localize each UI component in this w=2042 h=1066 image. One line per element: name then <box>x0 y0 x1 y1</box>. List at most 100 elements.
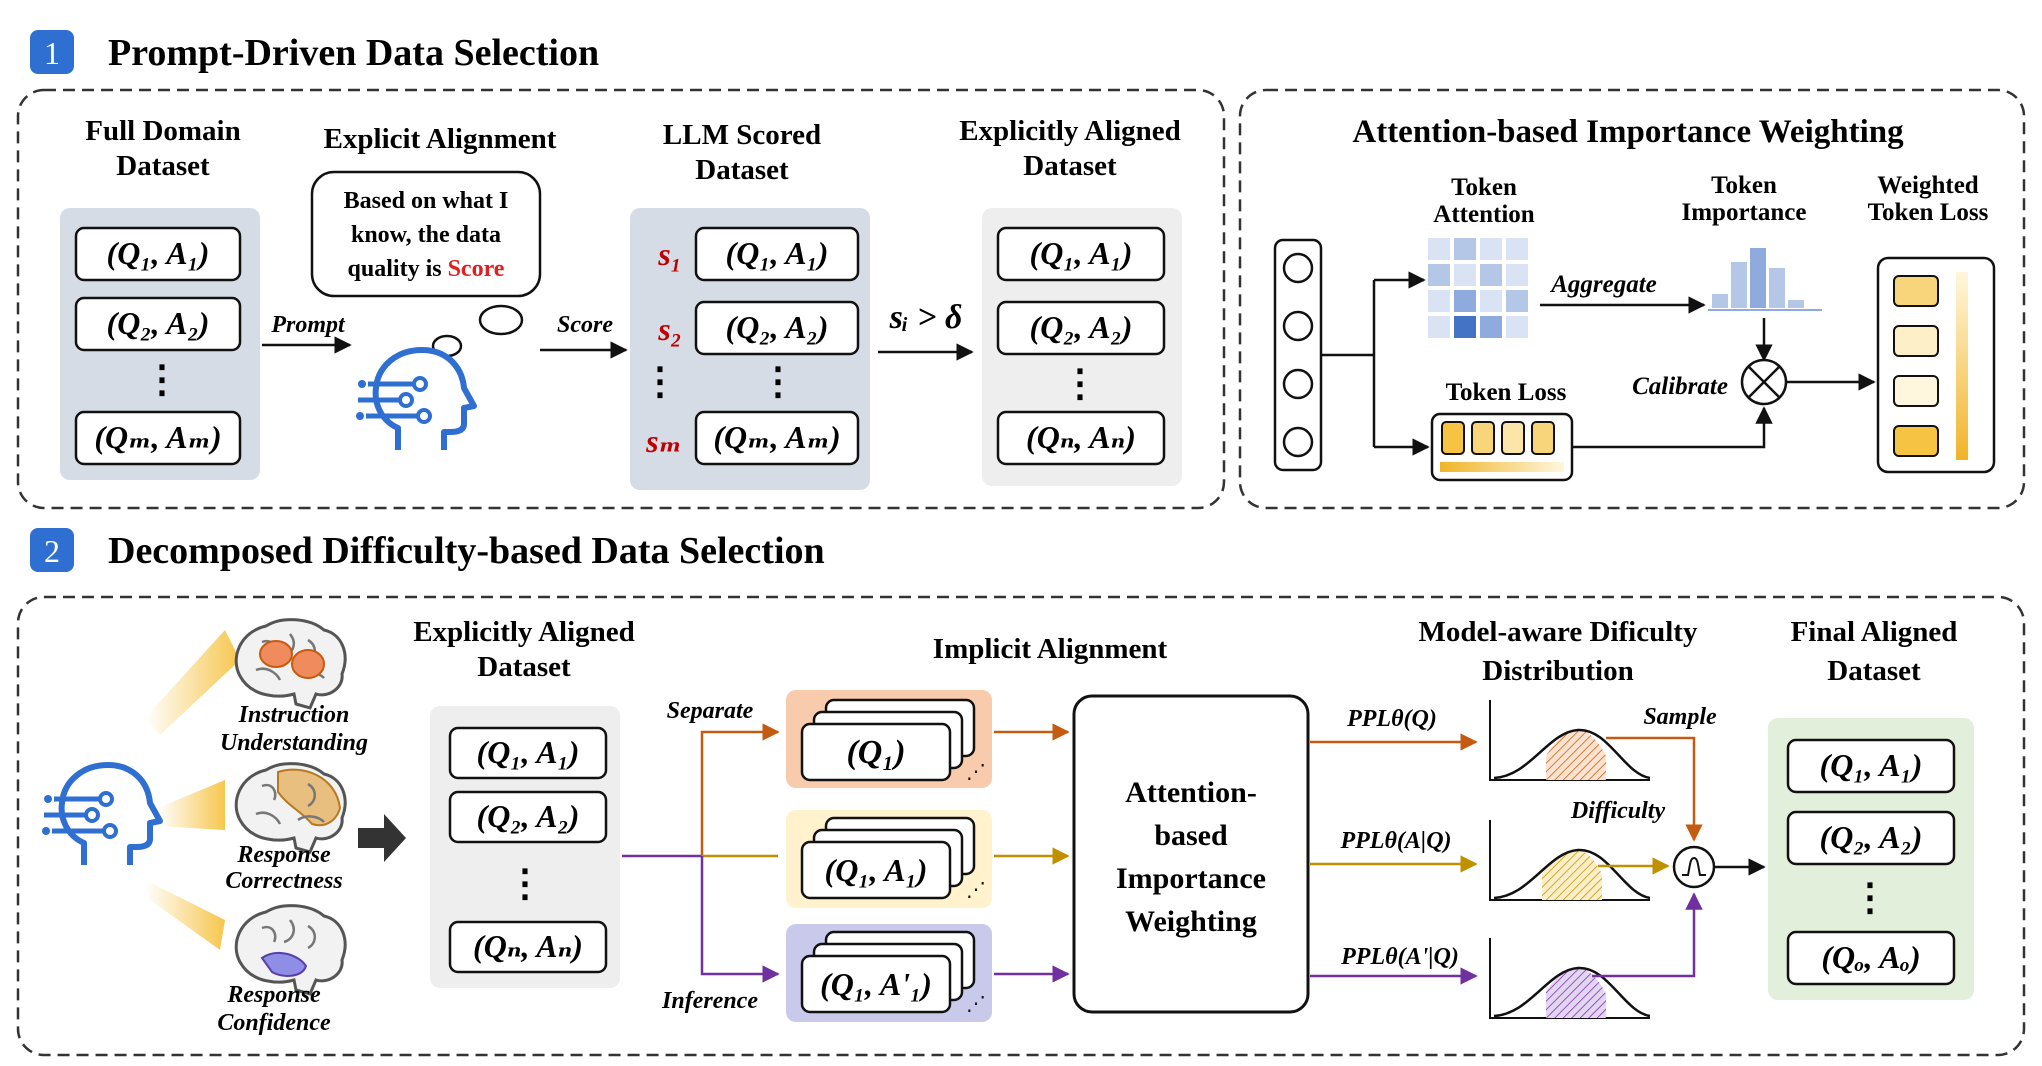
aiw-box <box>1072 694 1310 1014</box>
sample-to-node <box>1606 736 1703 842</box>
heatmap-cell <box>1454 264 1476 286</box>
stack-question-answer: (Q₁, A₁) ⋰ <box>786 810 992 908</box>
importance-bar-5 <box>1788 300 1804 308</box>
beam-3 <box>145 880 225 950</box>
neuron-4 <box>1282 426 1314 458</box>
full-row-2 <box>74 296 242 352</box>
token-loss-cell-3 <box>1501 421 1525 455</box>
weighted-gradient-bar <box>1956 272 1968 460</box>
full-row-3 <box>74 410 242 466</box>
neuron-3 <box>1282 368 1314 400</box>
aligned-row-2 <box>996 300 1166 356</box>
separate-label: Separate <box>667 698 754 724</box>
final-row-1-text: (Q₁, A₁) <box>1820 747 1923 783</box>
full-row-1 <box>74 226 242 282</box>
heatmap-cell <box>1506 316 1528 338</box>
p3-aligned-row-2-text: (Q₂, A₂) <box>477 798 580 834</box>
final-row-3 <box>1786 930 1956 986</box>
sampling-node-symbol <box>1682 856 1706 876</box>
neuron-1 <box>1282 252 1314 284</box>
heatmap-cell <box>1428 316 1450 338</box>
full-row-2-text: (Q₂, A₂) <box>107 305 210 341</box>
difficulty-label: Difficulty <box>1570 798 1666 824</box>
inference-label: Inference <box>661 988 758 1014</box>
heatmap-cell <box>1506 264 1528 286</box>
heatmap-cell <box>1480 316 1502 338</box>
section1-header: 1 Prompt-Driven Data Selection <box>30 30 599 74</box>
distribution-a2q <box>1489 938 1651 1019</box>
sample-label: Sample <box>1643 704 1717 730</box>
final-row-2 <box>1786 810 1956 866</box>
stack-q-text: (Q₁) <box>846 734 905 771</box>
ppl-aq-label: PPLθ(A|Q) <box>1339 828 1451 854</box>
brain-confidence-icon <box>234 904 347 996</box>
p3-aligned-row-1 <box>448 726 608 780</box>
brain-instruction-icon <box>234 618 347 710</box>
aiw-line-2: based <box>1154 819 1228 852</box>
scored-row-1-text: (Q₁, A₁) <box>726 235 829 271</box>
stack-question: (Q₁) ⋰ <box>786 690 992 788</box>
scored-row-3-text: (Qₘ, Aₘ) <box>713 419 840 455</box>
importance-histogram <box>1708 248 1822 311</box>
score-label: Score <box>557 312 613 338</box>
score-s1: s₁ <box>657 236 682 272</box>
importance-bar-4 <box>1769 268 1785 308</box>
svg-text:⋰: ⋰ <box>966 993 986 1015</box>
brain1-label-1: Instruction <box>238 702 350 728</box>
final-title-2: Dataset <box>1827 655 1921 687</box>
token-importance-title-2: Importance <box>1682 199 1807 226</box>
bubble-line-2: know, the data <box>351 222 501 248</box>
route-to-qa-prime <box>700 856 780 983</box>
bubble-line-1: Based on what I <box>344 188 509 214</box>
aligned-row-2-text: (Q₂, A₂) <box>1030 309 1133 345</box>
distribution-aq <box>1489 820 1651 901</box>
full-row-1-text: (Q₁, A₁) <box>107 235 210 271</box>
final-row-3-text: (Qₒ, Aₒ) <box>1821 939 1920 975</box>
svg-text:⋰: ⋰ <box>966 761 986 783</box>
importance-bar-2 <box>1731 262 1747 308</box>
aligned-title-2: Dataset <box>1023 150 1117 182</box>
final-row-1 <box>1786 738 1956 794</box>
heatmap-cell <box>1506 238 1528 260</box>
panel-attention <box>1238 88 2026 510</box>
distribution-title-2: Distribution <box>1482 655 1633 687</box>
route-to-q <box>700 723 780 856</box>
svg-text:⋰: ⋰ <box>966 879 986 901</box>
heatmap-cell <box>1428 238 1450 260</box>
threshold-label: sᵢ > δ <box>889 299 963 336</box>
stack-question-inferred: (Q₁, A'₁) ⋰ <box>786 924 992 1022</box>
scored-vdots-right: ⋮ <box>759 361 797 403</box>
brain2-label-2: Correctness <box>225 868 342 894</box>
aligned-row-1 <box>996 226 1166 282</box>
score-s2: s₂ <box>657 311 682 347</box>
full-vdots: ⋮ <box>143 359 181 401</box>
aggregate-label: Aggregate <box>1549 271 1657 298</box>
bubble-line-3: quality is Score <box>348 256 505 282</box>
final-vdots: ⋮ <box>1851 877 1889 919</box>
full-row-3-text: (Qₘ, Aₘ) <box>94 419 221 455</box>
aligned-title-1: Explicitly Aligned <box>959 115 1181 147</box>
p3-aligned-row-3 <box>448 920 608 974</box>
section2-number: 2 <box>44 533 60 569</box>
full-domain-title-2: Dataset <box>116 150 210 182</box>
heatmap-cell <box>1454 238 1476 260</box>
weighted-cell-4 <box>1893 425 1939 457</box>
weighted-cell-2 <box>1893 325 1939 357</box>
sampling-node <box>1672 845 1716 889</box>
heatmap-cell <box>1506 290 1528 312</box>
aligned-row-3 <box>996 410 1166 466</box>
attention-heatmap <box>1428 238 1528 338</box>
token-loss-cell-4 <box>1531 421 1555 455</box>
scored-row-1 <box>694 226 860 282</box>
aligned-row-3-text: (Qₙ, Aₙ) <box>1026 419 1136 455</box>
token-attention-title-2: Attention <box>1433 201 1534 228</box>
aiw-line-4: Weighting <box>1125 905 1257 938</box>
llm-scored-title-2: Dataset <box>695 154 789 186</box>
full-domain-title-1: Full Domain <box>85 115 241 147</box>
scored-vdots-left: ⋮ <box>641 361 679 403</box>
importance-bar-1 <box>1712 294 1728 308</box>
p3-aligned-vdots: ⋮ <box>506 863 544 905</box>
calibrate-label: Calibrate <box>1632 373 1728 400</box>
multiply-x-2 <box>1748 366 1780 398</box>
